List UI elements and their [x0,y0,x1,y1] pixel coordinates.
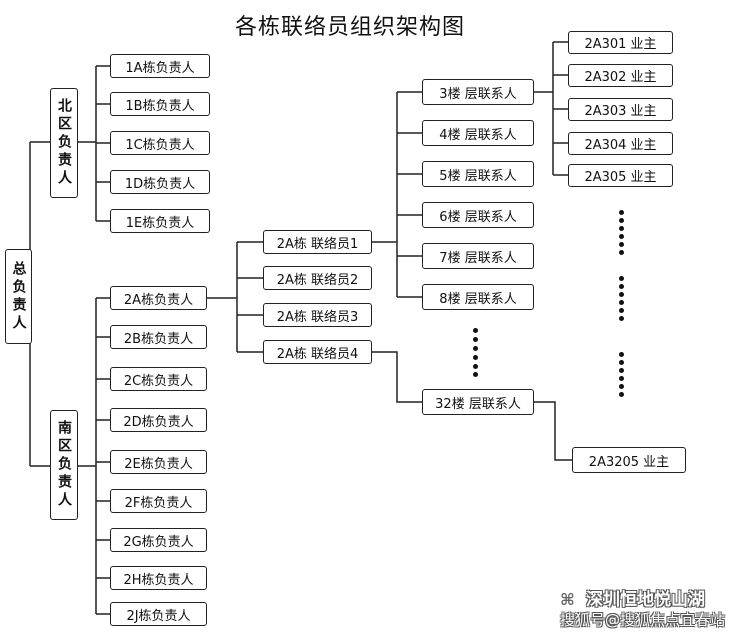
building-box-2g: 2G栋负责人 [110,528,207,552]
owner-box-2a305: 2A305 业主 [568,164,673,187]
north-head-box: 北区负责人 [50,88,78,198]
watermark-line1: 深圳恒地悦山湖 [586,590,705,610]
owner-box-2a3205: 2A3205 业主 [572,447,686,473]
watermark: ⌘ 深圳恒地悦山湖 搜狐号@搜狐焦点宜春站 [560,590,738,630]
building-box-2d: 2D栋负责人 [110,408,207,432]
floor-box-32: 32楼 层联系人 [422,389,534,415]
building-box-2a: 2A栋负责人 [110,286,207,310]
wechat-icon: ⌘ [560,590,575,609]
liaison-box-2: 2A栋 联络员2 [263,266,372,290]
building-box-2e: 2E栋负责人 [110,450,207,474]
floor-box-6: 6楼 层联系人 [422,202,534,228]
building-box-2j: 2J栋负责人 [110,602,207,626]
owner-box-2a304: 2A304 业主 [568,132,673,155]
floor-box-7: 7楼 层联系人 [422,243,534,269]
liaison-box-3: 2A栋 联络员3 [263,303,372,327]
floor-box-4: 4楼 层联系人 [422,120,534,146]
building-box-1b: 1B栋负责人 [110,92,210,116]
owner-box-2a301: 2A301 业主 [568,31,673,54]
building-box-2c: 2C栋负责人 [110,367,207,391]
floor-box-8: 8楼 层联系人 [422,284,534,310]
building-box-2h: 2H栋负责人 [110,566,207,590]
watermark-line2: 搜狐号@搜狐焦点宜春站 [560,611,726,629]
root-box: 总负责人 [5,249,32,344]
floor-box-5: 5楼 层联系人 [422,161,534,187]
building-box-1d: 1D栋负责人 [110,170,210,194]
building-box-1c: 1C栋负责人 [110,131,210,155]
building-box-2f: 2F栋负责人 [110,489,207,513]
building-box-1a: 1A栋负责人 [110,54,210,78]
liaison-box-1: 2A栋 联络员1 [263,230,372,254]
building-box-2b: 2B栋负责人 [110,325,207,349]
owner-box-2a302: 2A302 业主 [568,64,673,87]
liaison-box-4: 2A栋 联络员4 [263,340,372,364]
page-title: 各栋联络员组织架构图 [234,15,465,40]
owner-box-2a303: 2A303 业主 [568,98,673,121]
building-box-1e: 1E栋负责人 [110,209,210,233]
south-head-box: 南区负责人 [50,410,78,520]
floor-box-3: 3楼 层联系人 [422,79,534,105]
